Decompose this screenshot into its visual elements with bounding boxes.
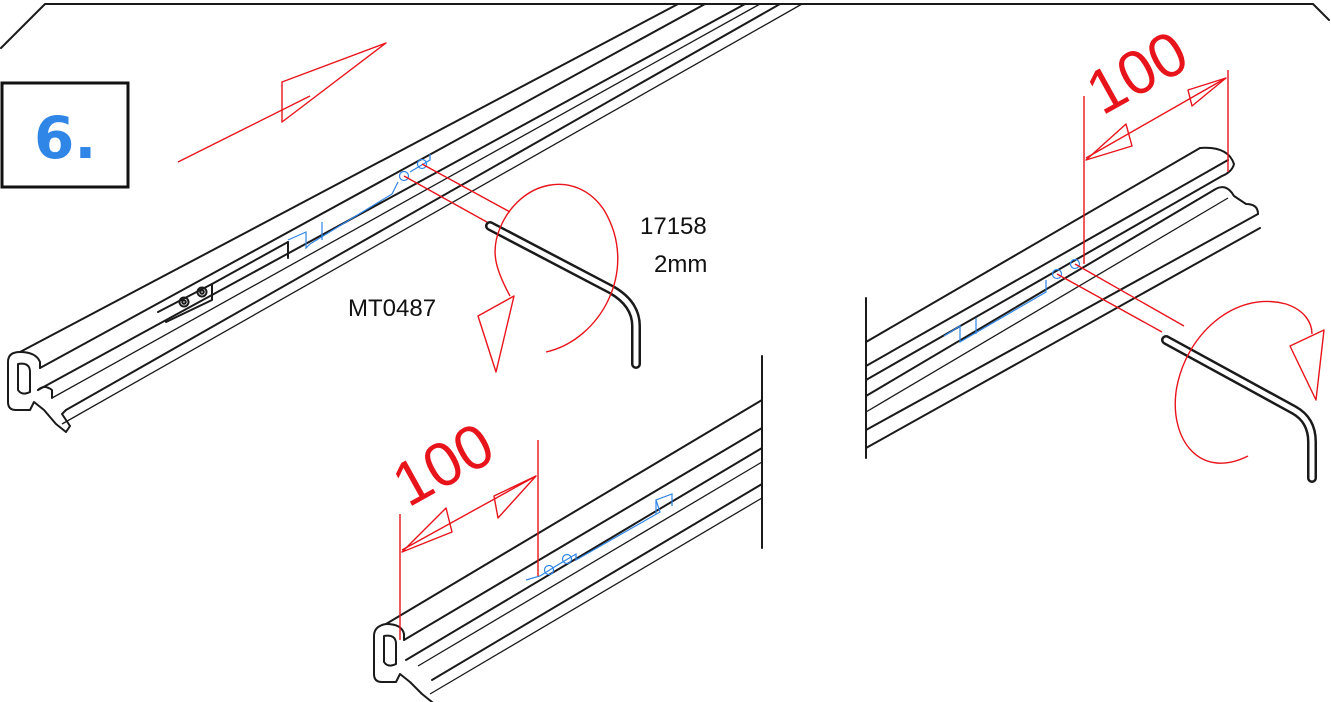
hex-key-icon: [485, 221, 641, 369]
part-code-label: MT0487: [348, 295, 436, 322]
dimension-bottom: 100: [381, 410, 539, 640]
push-direction-arrow-icon: [177, 42, 387, 163]
rail-profile-right: [865, 146, 1261, 459]
rail-profile-bottom: [373, 355, 763, 702]
dimension-right-value: 100: [1075, 18, 1199, 129]
rail-profile-main: [7, 3, 803, 433]
rotation-arrow-right-icon: [1174, 300, 1325, 464]
step-number: 6.: [34, 104, 96, 172]
rotation-arrow-icon: [477, 183, 619, 373]
tool-code-label: 17158: [640, 213, 707, 240]
tool-size-label: 2mm: [654, 251, 707, 278]
hex-key-right-icon: [1161, 335, 1317, 483]
step-badge: 6.: [0, 81, 130, 189]
